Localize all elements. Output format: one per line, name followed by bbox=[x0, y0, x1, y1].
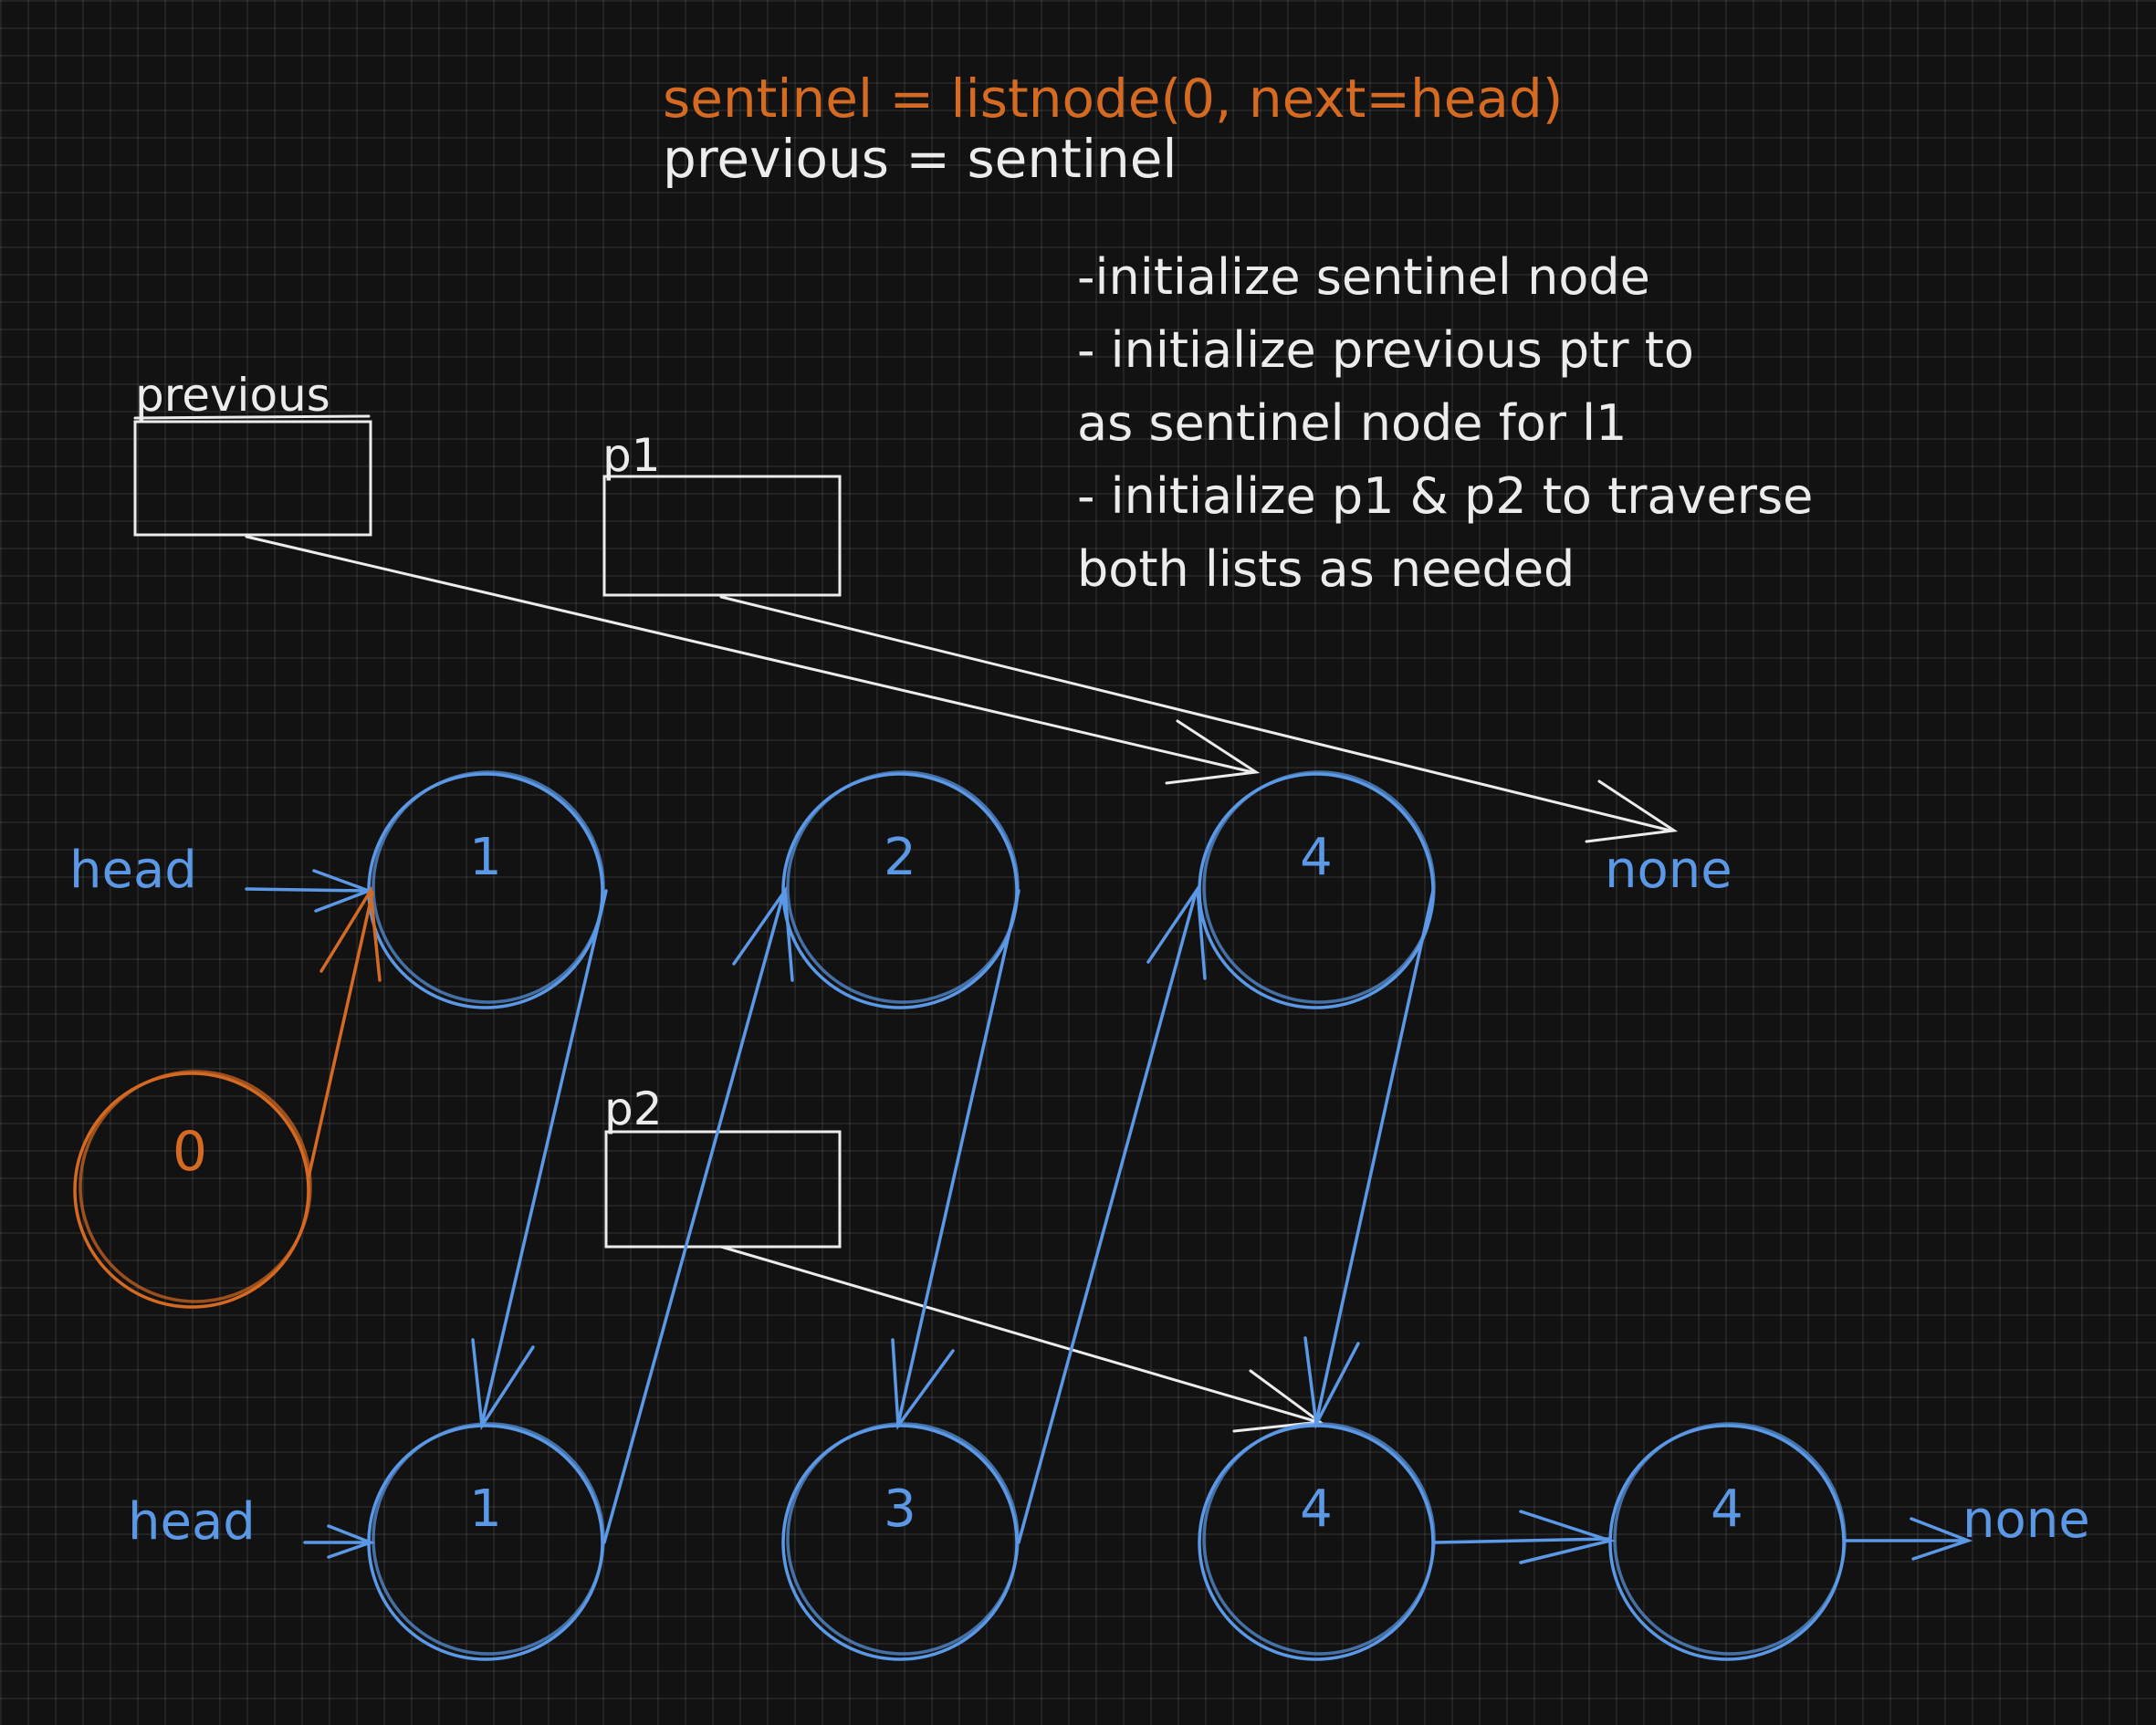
merge-link-5 bbox=[1314, 889, 1435, 1424]
list2-head-arrowhead bbox=[327, 1524, 376, 1559]
previous-pointer: previous bbox=[133, 369, 1261, 785]
previous-box bbox=[133, 420, 372, 537]
p2-arrow bbox=[719, 1245, 1320, 1424]
note-line-1: -initialize sentinel node bbox=[1077, 248, 1650, 306]
list1-node-3: 4 bbox=[1198, 770, 1436, 1009]
p1-pointer: p1 bbox=[602, 429, 1679, 843]
previous-arrowhead bbox=[1165, 719, 1261, 785]
list2-node-4-value: 4 bbox=[1711, 1479, 1743, 1539]
list2-link-3-4-arrowhead bbox=[1519, 1510, 1617, 1564]
code-line-sentinel: sentinel = listnode(0, next=head) bbox=[663, 68, 1563, 130]
list2-none-label: none bbox=[1962, 1490, 2090, 1550]
list2-node-3-value: 4 bbox=[1300, 1479, 1333, 1539]
list1-node-3-value: 4 bbox=[1300, 828, 1333, 887]
list1-head-arrow bbox=[245, 887, 369, 893]
p1-label: p1 bbox=[602, 429, 661, 482]
list2-end-arrowhead bbox=[1910, 1517, 1973, 1561]
merge-link-2 bbox=[602, 893, 785, 1544]
p2-pointer: p2 bbox=[604, 1082, 1324, 1433]
p1-arrowhead bbox=[1585, 779, 1679, 843]
sentinel-node: 0 bbox=[73, 885, 382, 1309]
previous-label: previous bbox=[135, 369, 330, 422]
merge-link-3 bbox=[896, 889, 1020, 1426]
list2-node-1: 1 bbox=[367, 1422, 605, 1661]
sentinel-node-value: 0 bbox=[173, 1120, 207, 1184]
list2-node-3: 4 bbox=[1198, 1422, 1436, 1661]
merge-link-3-arrowhead bbox=[891, 1338, 955, 1430]
list1-node-1-value: 1 bbox=[469, 828, 502, 887]
list2: head 1 3 4 4 none bbox=[128, 1422, 2090, 1661]
notes-block: -initialize sentinel node - initialize p… bbox=[1077, 248, 1813, 598]
previous-arrow bbox=[245, 535, 1254, 774]
list2-node-1-value: 1 bbox=[469, 1479, 502, 1539]
list2-head-label: head bbox=[128, 1492, 256, 1552]
sentinel-next-arrow bbox=[307, 891, 374, 1179]
p2-box bbox=[604, 1130, 842, 1249]
list2-link-3-4 bbox=[1433, 1537, 1610, 1544]
merge-link-5-arrowhead bbox=[1303, 1336, 1360, 1429]
merge-links bbox=[471, 883, 1435, 1544]
merge-link-2-arrowhead bbox=[732, 886, 794, 982]
merge-link-4 bbox=[1017, 891, 1198, 1544]
p1-box bbox=[602, 475, 842, 597]
list2-node-2: 3 bbox=[781, 1422, 1020, 1661]
note-line-5: both lists as needed bbox=[1077, 540, 1575, 598]
list1: head 1 2 4 none bbox=[69, 770, 1732, 1009]
list2-node-4: 4 bbox=[1608, 1422, 1847, 1661]
sentinel-next-arrowhead bbox=[319, 885, 382, 982]
merge-link-1 bbox=[480, 889, 608, 1426]
list1-node-2: 2 bbox=[781, 770, 1020, 1009]
list1-node-1: 1 bbox=[367, 770, 605, 1009]
list2-node-2-value: 3 bbox=[884, 1479, 916, 1539]
list1-head-label: head bbox=[69, 841, 197, 900]
merge-link-1-arrowhead bbox=[471, 1338, 535, 1431]
p2-label: p2 bbox=[604, 1082, 663, 1135]
note-line-3: as sentinel node for l1 bbox=[1077, 394, 1627, 452]
list1-node-2-value: 2 bbox=[884, 828, 916, 887]
note-line-4: - initialize p1 & p2 to traverse bbox=[1077, 467, 1813, 525]
note-line-2: - initialize previous ptr to bbox=[1077, 321, 1694, 379]
list1-none-label: none bbox=[1605, 841, 1732, 900]
code-line-previous: previous = sentinel bbox=[663, 128, 1177, 190]
merge-link-4-arrowhead bbox=[1146, 883, 1207, 980]
p1-arrow bbox=[719, 595, 1672, 832]
p2-arrowhead bbox=[1232, 1369, 1324, 1433]
